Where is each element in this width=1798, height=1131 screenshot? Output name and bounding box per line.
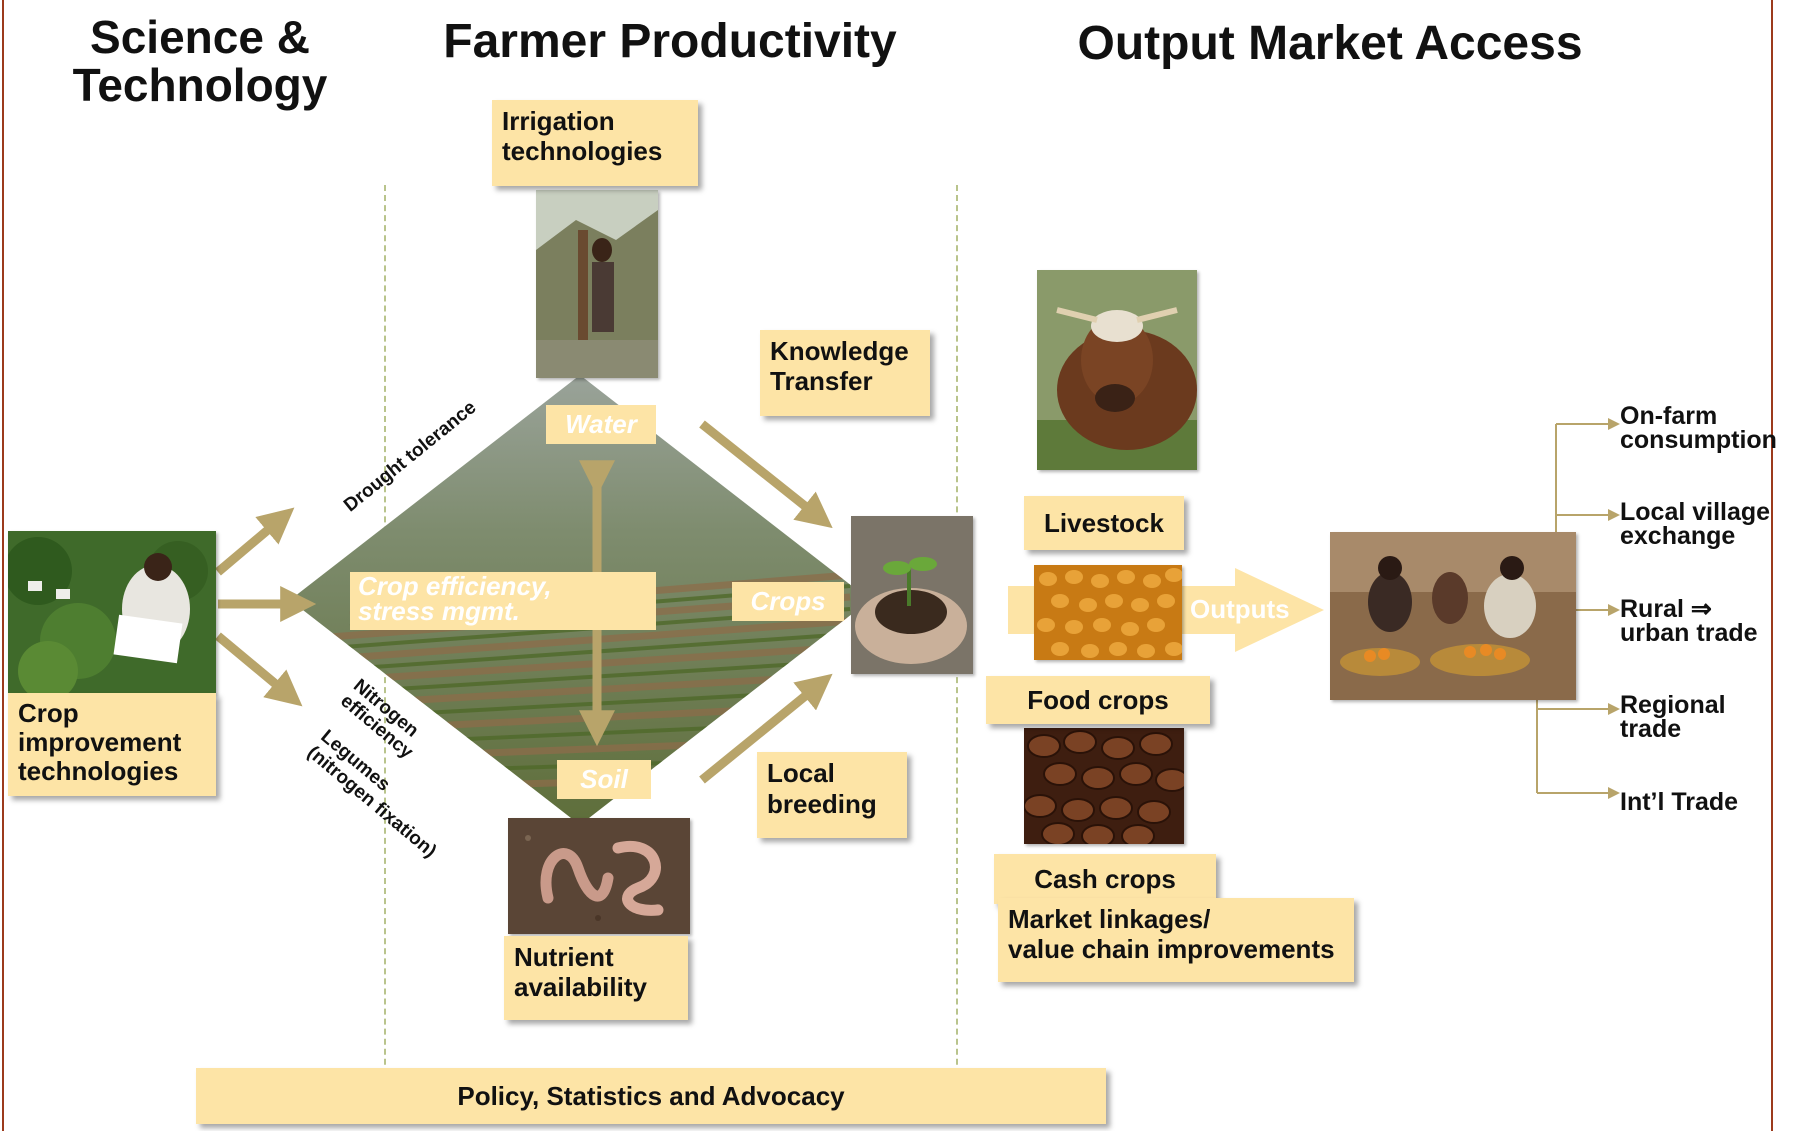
market-photo [1330,532,1576,700]
maize-grain-photo [1034,565,1182,660]
node-water: Water [546,405,656,444]
cow-photo [1037,270,1197,470]
node-crops: Crops [732,582,844,621]
box-food-crops: Food crops [986,676,1210,724]
seedling-hands-photo [851,516,973,674]
heading-science-technology: Science & Technology [72,11,328,111]
arrow-to-drought [215,507,295,576]
box-nutrient-availability: Nutrient availability [504,936,688,1020]
crop-researcher-photo [8,531,216,695]
arrow-water-to-crops [699,420,833,529]
arrow-soil-to-crops [699,673,833,784]
arrow-to-nitrogen [215,632,303,707]
node-crop-efficiency: Crop efficiency, stress mgmt. [350,572,656,630]
earthworm-photo [508,818,690,934]
output-rural-urban-trade: Rural ⇒urban trade [1620,595,1758,647]
heading-output-market-access: Output Market Access [1077,17,1583,70]
output-intl-trade: Int’l Trade [1620,788,1739,816]
box-knowledge-transfer: Knowledge Transfer [760,330,930,416]
box-policy-statistics-advocacy: Policy, Statistics and Advocacy [196,1068,1106,1124]
coffee-beans-photo [1024,728,1184,844]
box-irrigation-technologies: Irrigation technologies [492,100,698,186]
box-cash-crops: Cash crops [994,854,1216,904]
node-soil: Soil [557,760,651,799]
box-crop-improvement-technologies: Crop improvement technologies [8,693,216,796]
box-market-linkages: Market linkages/ value chain improvement… [998,898,1354,982]
outputs-label: Outputs [1190,594,1290,624]
irrigation-photo [536,190,658,378]
box-local-breeding: Local breeding [757,752,907,838]
heading-farmer-productivity: Farmer Productivity [443,15,897,68]
box-livestock: Livestock [1024,496,1184,550]
frame-right-border [1771,0,1773,1131]
frame-left-border [2,0,4,1131]
